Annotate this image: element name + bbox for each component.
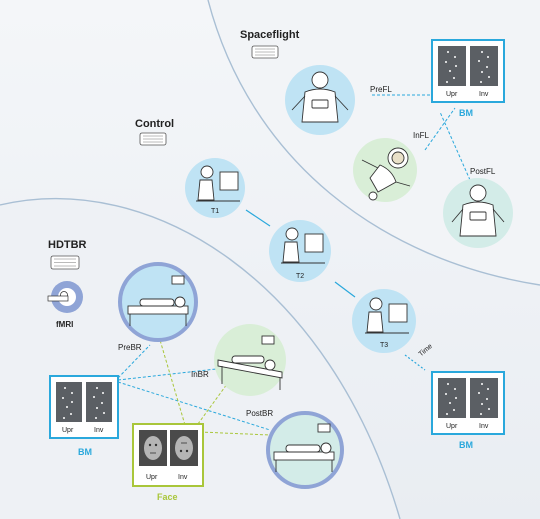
bm-upright-label: Upr: [446, 423, 458, 430]
hdtbr-face-connectors: [159, 339, 271, 436]
bm-title: BM: [459, 108, 473, 118]
region-boundary-lower: [0, 197, 401, 519]
bm-inverted-label: Inv: [94, 427, 104, 434]
inbr-session: InBR: [191, 324, 286, 396]
mri-scanner-icon: [47, 281, 83, 313]
t1-label: T1: [211, 208, 219, 215]
prebr-label: PreBR: [118, 343, 142, 352]
hdtbr-label: HDTBR: [48, 239, 87, 251]
hdtbr-bm-connectors: [117, 344, 271, 431]
keyboard-icon: [50, 255, 80, 270]
bm-panel-spaceflight: Upr Inv BM: [431, 39, 505, 118]
spaceflight-connectors: [372, 94, 471, 181]
region-boundary-upper: [207, 0, 540, 286]
postbr-session: PostBR: [246, 409, 344, 489]
prefl-session: PreFL: [285, 65, 392, 135]
bm-upright-label: Upr: [62, 427, 74, 434]
bm-title: BM: [78, 447, 92, 457]
bm-title: BM: [459, 440, 473, 450]
t2-session: T2: [269, 220, 331, 282]
face-upright-image: [139, 430, 167, 466]
face-inverted-label: Inv: [178, 474, 188, 481]
inbr-label: InBR: [191, 370, 209, 379]
control-label: Control: [135, 118, 174, 130]
t1-session: T1: [185, 158, 245, 218]
postfl-session: PostFL: [443, 167, 513, 248]
keyboard-icon: [139, 132, 167, 146]
t2-label: T2: [296, 273, 304, 280]
bm-inverted-label: Inv: [479, 91, 489, 98]
keyboard-icon: [251, 45, 279, 59]
postfl-label: PostFL: [470, 167, 496, 176]
prebr-session: PreBR: [118, 262, 198, 352]
bm-panel-hdtbr: Upr Inv BM: [49, 375, 119, 457]
t3-label: T3: [380, 342, 388, 349]
point-light-dots: [445, 51, 490, 83]
infl-session: InFL: [353, 131, 430, 202]
point-light-dots: [445, 383, 490, 415]
bm-inverted-label: Inv: [479, 423, 489, 430]
t3-session: T3: [352, 289, 416, 353]
face-inverted-image: [170, 430, 198, 466]
bm-panel-control: Upr Inv BM: [431, 371, 505, 450]
face-upright-label: Upr: [146, 474, 158, 481]
spaceflight-label: Spaceflight: [240, 29, 300, 41]
postbr-label: PostBR: [246, 409, 273, 418]
infl-label: InFL: [413, 131, 430, 140]
control-timeline: [245, 209, 426, 371]
fmri-label: fMRI: [56, 320, 73, 329]
prefl-label: PreFL: [370, 85, 392, 94]
face-title: Face: [157, 492, 178, 502]
point-light-dots: [62, 387, 105, 419]
face-panel: Upr Inv Face: [132, 423, 204, 502]
bm-upright-label: Upr: [446, 91, 458, 98]
